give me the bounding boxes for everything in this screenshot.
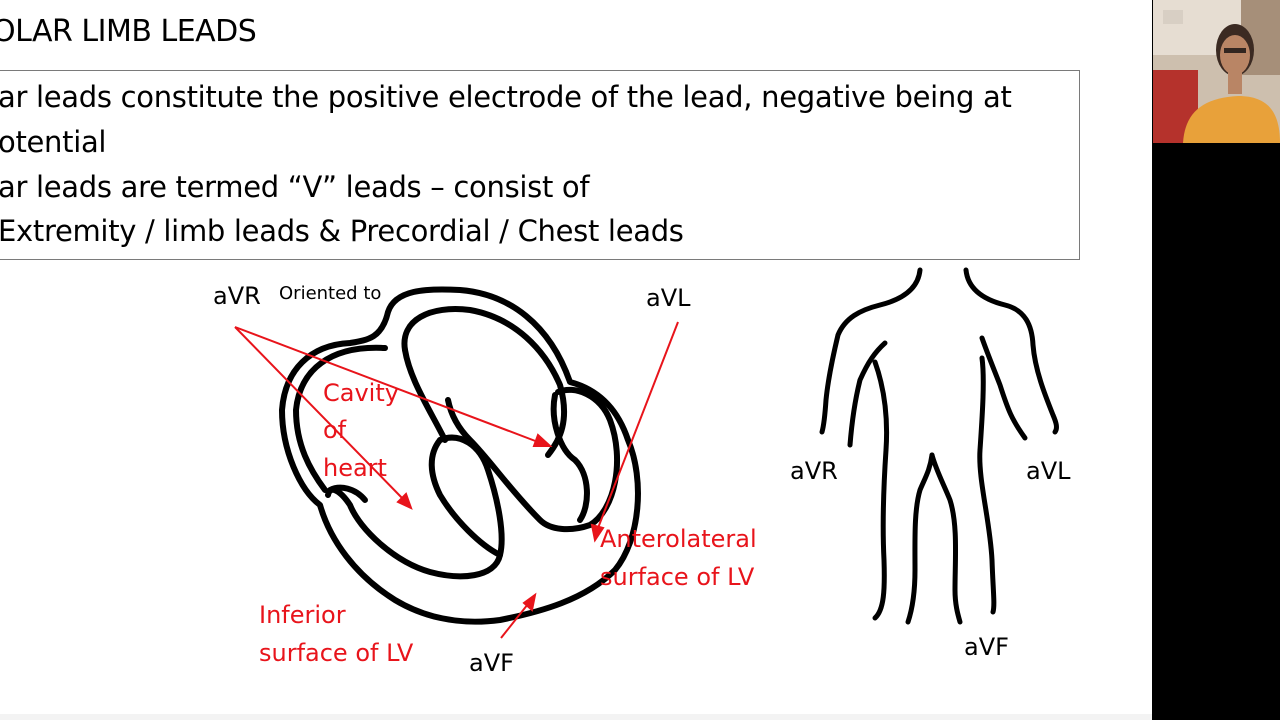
- presenter-webcam: [1153, 0, 1280, 143]
- cavity-label-3: heart: [323, 454, 387, 482]
- body-lead-avf: aVF: [964, 633, 1009, 661]
- body-lead-avl: aVL: [1026, 457, 1071, 485]
- oriented-to-label: Oriented to: [279, 283, 382, 304]
- heart-lead-avf: aVF: [469, 649, 514, 677]
- inferior-label-2: surface of LV: [259, 639, 414, 667]
- arrowhead-icon: [522, 592, 537, 612]
- avr-arrow-to-septum: [234, 326, 539, 443]
- bullet-line-3: ar leads are termed “V” leads – consist …: [0, 170, 590, 204]
- presentation-slide: OLAR LIMB LEADS ar leads constitute the …: [0, 0, 1152, 720]
- bullet-line-4: Extremity / limb leads & Precordial / Ch…: [0, 214, 684, 248]
- heart-lead-avr: aVR: [213, 282, 261, 310]
- slide-bottom-strip: [0, 714, 1152, 720]
- body-lead-avr: aVR: [790, 457, 838, 485]
- bullet-text-box: [0, 70, 1080, 260]
- heart-lead-avl: aVL: [646, 284, 691, 312]
- cavity-label-2: of: [323, 416, 347, 444]
- arrowhead-icon: [532, 433, 553, 447]
- avf-arrow: [500, 603, 529, 639]
- presenter-video-icon: [1153, 0, 1280, 143]
- anterolateral-label-1: Anterolateral: [600, 525, 757, 553]
- avl-arrow: [597, 321, 679, 529]
- arrowhead-icon: [396, 492, 413, 510]
- arrowhead-icon: [590, 523, 605, 543]
- anterolateral-label-2: surface of LV: [600, 563, 755, 591]
- slide-title: OLAR LIMB LEADS: [0, 14, 257, 49]
- bullet-line-1: ar leads constitute the positive electro…: [0, 80, 1012, 114]
- bullet-line-2: otential: [0, 125, 107, 159]
- lead-arrows: [234, 321, 679, 639]
- inferior-label-1: Inferior: [259, 601, 346, 629]
- ecg-lead-diagram: [234, 267, 1059, 639]
- body-outline: [819, 267, 1059, 625]
- heart-outline: [279, 286, 641, 625]
- cavity-label-1: Cavity: [323, 379, 399, 407]
- avr-arrow-to-cavity: [234, 326, 405, 501]
